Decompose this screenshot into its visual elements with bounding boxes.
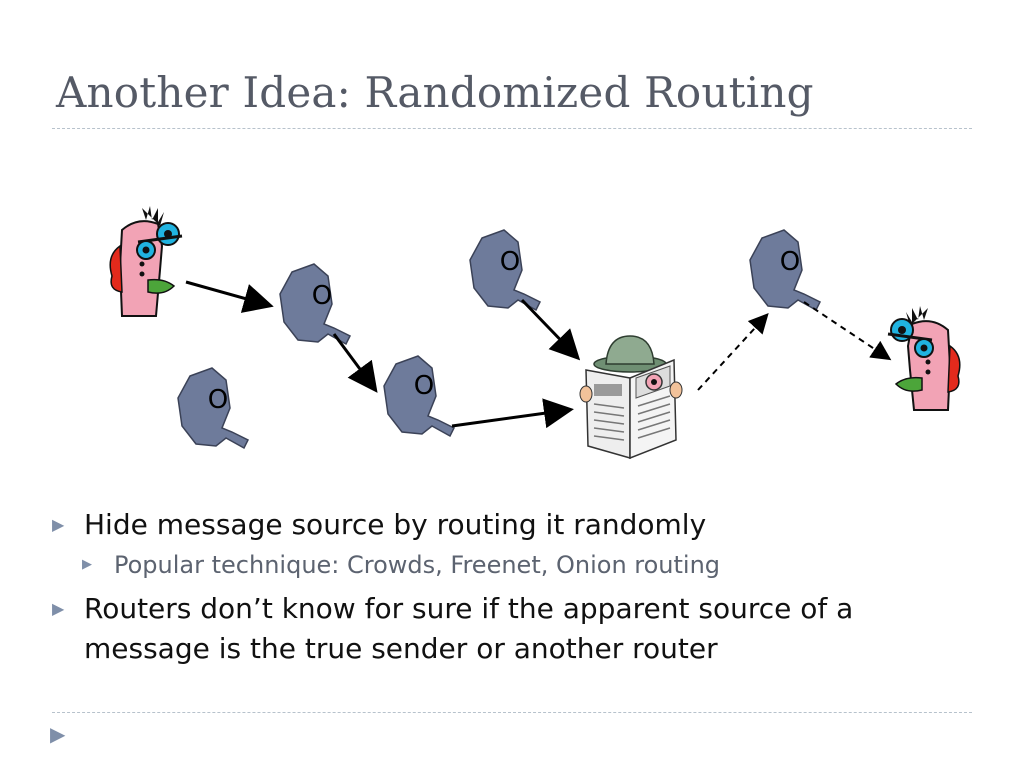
svg-text:O: O bbox=[780, 247, 800, 277]
arrow-node-4-to-observer bbox=[520, 298, 581, 361]
sub-bullet-text: Popular technique: Crowds, Freenet, Onio… bbox=[114, 551, 721, 579]
bullet-item-1: ▶ Hide message source by routing it rand… bbox=[52, 505, 972, 545]
sender-face-icon bbox=[109, 206, 183, 317]
bullet-triangle-icon: ▶ bbox=[52, 515, 65, 534]
title-divider bbox=[52, 128, 972, 129]
slide-title: Another Idea: Randomized Routing bbox=[56, 68, 814, 117]
sub-bullet-triangle-icon: ▶ bbox=[82, 557, 92, 572]
bullet-item-2: ▶ Routers don’t know for sure if the app… bbox=[52, 589, 972, 669]
arrow-node-3-to-observer bbox=[451, 398, 574, 429]
bullet-text: Routers don’t know for sure if the appar… bbox=[84, 592, 854, 665]
bullet-list: ▶ Hide message source by routing it rand… bbox=[52, 505, 972, 669]
router-node-5: O bbox=[749, 229, 821, 311]
sub-bullet-item-1: ▶ Popular technique: Crowds, Freenet, On… bbox=[82, 545, 972, 585]
newspaper-spy-icon bbox=[579, 335, 683, 460]
dashed-arrow-node-5-to-receiver bbox=[803, 301, 892, 361]
footer-triangle-icon: ▶ bbox=[50, 722, 66, 746]
svg-text:O: O bbox=[500, 247, 520, 277]
arrow-sender-to-node-1 bbox=[185, 280, 274, 313]
arrow-node-1-to-node-3 bbox=[332, 333, 378, 393]
bullet-triangle-icon: ▶ bbox=[52, 599, 65, 618]
dashed-arrow-observer-to-node-5 bbox=[697, 313, 769, 391]
router-node-3: O bbox=[383, 355, 455, 437]
router-node-1: O bbox=[279, 263, 351, 345]
svg-text:O: O bbox=[312, 281, 332, 311]
receiver-face-icon bbox=[887, 306, 961, 411]
footer-divider bbox=[52, 712, 972, 713]
router-node-4: O bbox=[469, 229, 541, 311]
bullet-text: Hide message source by routing it random… bbox=[84, 508, 707, 541]
svg-text:O: O bbox=[208, 385, 228, 415]
svg-text:O: O bbox=[414, 371, 434, 401]
router-node-2: O bbox=[177, 367, 249, 449]
routing-diagram: O O O O O bbox=[109, 206, 961, 460]
